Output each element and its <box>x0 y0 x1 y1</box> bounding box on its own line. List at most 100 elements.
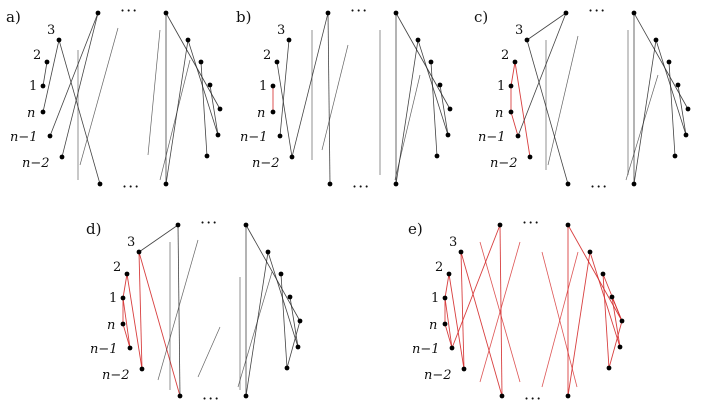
edge-c-0 <box>526 12 567 41</box>
vertex-label-c-4: n−1 <box>478 130 506 145</box>
vertex-label-d-4: n−1 <box>90 342 118 357</box>
highlighted-edge-c-3 <box>514 61 531 158</box>
vertex-a-L2 <box>44 59 50 65</box>
vertex-label-c-0: 3 <box>515 23 523 38</box>
vertex-a-Ln <box>40 109 46 115</box>
vertex-a-L3 <box>56 37 62 43</box>
vertex-label-c-2: 1 <box>497 79 505 94</box>
vertex-label-b-1: 2 <box>263 48 271 63</box>
highlighted-edge-e-2 <box>448 273 465 370</box>
vertex-d-R4 <box>297 318 303 324</box>
vertex-b-R5 <box>445 132 451 138</box>
vertex-e-b1 <box>499 393 505 399</box>
vertex-e-t2 <box>565 222 571 228</box>
vertex-label-d-1: 2 <box>113 260 121 275</box>
vertex-c-R4 <box>685 106 691 112</box>
vertex-b-b2 <box>393 181 399 187</box>
highlighted-edge-e-8 <box>499 224 503 397</box>
edge-b-3 <box>291 12 329 158</box>
vertex-b-t2 <box>393 10 399 16</box>
vertex-a-L1 <box>40 83 46 89</box>
highlighted-edge-d-5 <box>138 251 143 370</box>
edge-c-12 <box>633 39 657 185</box>
vertex-b-Lm2 <box>289 154 295 160</box>
ellipsis-top-d: ··· <box>200 213 218 232</box>
vertex-label-e-1: 2 <box>435 260 443 275</box>
vertex-d-L1 <box>120 295 126 301</box>
vertex-c-R1 <box>653 37 659 43</box>
vertex-c-R5 <box>683 132 689 138</box>
vertex-label-a-4: n−1 <box>10 130 38 145</box>
edge-c-10 <box>668 61 676 157</box>
highlighted-edge-e-5 <box>460 251 465 370</box>
vertex-e-R5 <box>617 344 623 350</box>
vertex-label-d-0: 3 <box>127 235 135 250</box>
vertex-b-L3 <box>286 37 292 43</box>
vertex-label-e-0: 3 <box>449 235 457 250</box>
edge-d-8 <box>177 224 181 397</box>
vertex-label-d-2: 1 <box>109 291 117 306</box>
partial-edge-b-1 <box>321 44 349 151</box>
edge-c-6 <box>517 12 567 137</box>
highlighted-edge-e-13 <box>611 296 621 348</box>
vertex-c-b1 <box>565 181 571 187</box>
vertex-b-L1 <box>270 83 276 89</box>
vertex-e-Lm1 <box>449 345 455 351</box>
vertex-a-Lm2 <box>59 154 65 160</box>
partial-edge-c-3 <box>625 74 659 181</box>
vertex-c-L1 <box>508 83 514 89</box>
vertex-label-e-4: n−1 <box>412 342 440 357</box>
vertex-a-t2 <box>163 10 169 16</box>
panel-label-e: e) <box>408 220 423 238</box>
edge-a-2 <box>49 12 99 137</box>
vertex-d-R2 <box>278 271 284 277</box>
vertex-b-R3 <box>437 82 443 88</box>
vertex-d-Ln <box>120 321 126 327</box>
vertex-b-R2 <box>428 59 434 65</box>
vertex-label-a-1: 2 <box>33 48 41 63</box>
vertex-e-t1 <box>497 222 503 228</box>
edge-b-2 <box>276 61 293 158</box>
vertex-d-t2 <box>243 222 249 228</box>
panel-label-d: d) <box>86 220 101 238</box>
partial-edge-e-3 <box>541 251 579 388</box>
vertex-b-b1 <box>327 181 333 187</box>
vertex-a-R6 <box>204 153 210 159</box>
partial-edge-a-3 <box>159 59 191 181</box>
vertex-a-R1 <box>185 37 191 43</box>
highlighted-edge-d-3 <box>126 273 143 370</box>
vertex-e-L1 <box>442 295 448 301</box>
edge-a-3 <box>61 12 99 158</box>
highlighted-edge-e-14 <box>567 251 591 397</box>
partial-edge-a-2 <box>147 29 161 156</box>
vertex-c-b2 <box>631 181 637 187</box>
ellipsis-bottom-d: ··· <box>202 389 220 408</box>
vertex-c-L3 <box>524 37 530 43</box>
vertex-label-b-3: n <box>257 106 265 121</box>
partial-edge-d-4 <box>237 271 273 388</box>
vertex-label-a-3: n <box>27 106 35 121</box>
edge-a-4 <box>58 39 101 185</box>
panel-label-c: c) <box>474 8 488 26</box>
edge-d-14 <box>245 251 269 397</box>
vertex-label-e-2: 1 <box>431 291 439 306</box>
vertex-d-R6 <box>284 365 290 371</box>
vertex-a-R4 <box>217 106 223 112</box>
panel-label-a: a) <box>6 8 21 26</box>
highlighted-edge-e-3 <box>444 323 453 349</box>
vertex-c-t2 <box>631 10 637 16</box>
edge-b-4 <box>327 12 331 185</box>
vertex-e-L2 <box>446 271 452 277</box>
partial-edge-d-2 <box>197 326 221 378</box>
vertex-b-Ln <box>270 109 276 115</box>
edge-d-13 <box>289 296 299 348</box>
edge-d-0 <box>138 224 179 253</box>
edge-a-1 <box>42 39 60 113</box>
ellipsis-top-e: ··· <box>522 213 540 232</box>
vertex-c-t1 <box>563 10 569 16</box>
